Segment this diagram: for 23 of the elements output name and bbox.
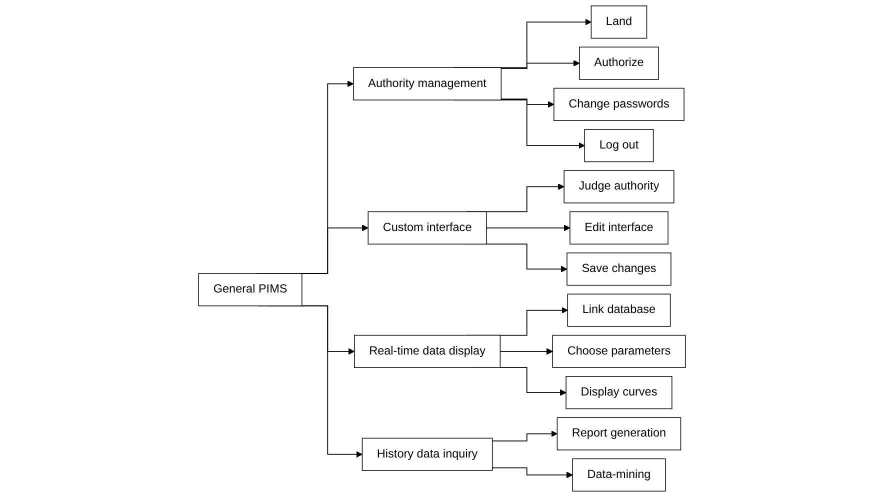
node-box: Change passwords (553, 88, 684, 121)
node-box: Log out (584, 129, 654, 162)
node-box: Real-time data display (354, 334, 500, 368)
node-box: Display curves (565, 376, 672, 410)
node-box: Choose parameters (552, 334, 686, 368)
node-box: Edit interface (569, 211, 668, 244)
node-box: Data-mining (572, 458, 666, 492)
node-box: Custom interface (367, 211, 486, 244)
arrow (491, 430, 557, 442)
node-box: General PIMS (198, 273, 302, 306)
node-box: Authority management (352, 67, 502, 100)
node-box: History data inquiry (361, 438, 492, 471)
node-box: Save changes (566, 252, 671, 286)
node-box: Judge authority (563, 170, 674, 204)
node-box: Authorize (578, 46, 658, 80)
node-box: Link database (566, 294, 670, 327)
arrow (500, 98, 554, 108)
arrow (499, 348, 552, 355)
node-box: Land (590, 6, 647, 39)
node-box: Report generation (556, 417, 681, 450)
arrow (500, 60, 580, 69)
arrow (491, 467, 572, 478)
arrow (486, 224, 570, 232)
